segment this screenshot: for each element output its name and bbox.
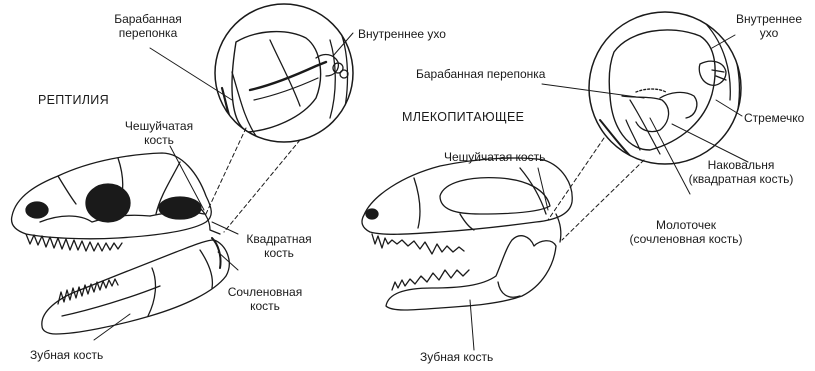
mammal-label-dentary: Зубная кость	[420, 350, 493, 364]
reptile-label-quadrate: Квадратная кость	[229, 232, 329, 260]
reptile-skull	[12, 153, 220, 251]
mammal-label-malleus: Молоточек (сочленовная кость)	[612, 218, 760, 246]
reptile-label-dentary: Зубная кость	[30, 348, 103, 362]
mammal-label-incus: Наковальня (квадратная кость)	[676, 158, 806, 186]
reptile-label-inner-ear: Внутреннее ухо	[358, 27, 446, 41]
reptile-label-tympanic: Барабанная перепонка	[88, 12, 208, 40]
reptile-ear-inset	[205, 4, 353, 232]
mammal-jaw	[386, 236, 556, 310]
mammal-label-inner-ear: Внутреннее ухо	[734, 12, 804, 40]
mammal-label-stapes: Стремечко	[744, 111, 804, 125]
reptile-label-squamosal: Чешуйчатая кость	[104, 119, 214, 147]
mammal-title: МЛЕКОПИТАЮЩЕЕ	[402, 110, 524, 124]
reptile-label-articular: Сочленовная кость	[210, 285, 320, 313]
mammal-ear-inset	[548, 12, 741, 240]
mammal-label-tympanic: Барабанная перепонка	[416, 67, 545, 81]
reptile-title: РЕПТИЛИЯ	[38, 93, 109, 107]
mammal-skull	[362, 158, 572, 254]
mammal-label-squamosal: Чешуйчатая кость	[444, 150, 545, 164]
reptile-jaw	[42, 238, 229, 334]
